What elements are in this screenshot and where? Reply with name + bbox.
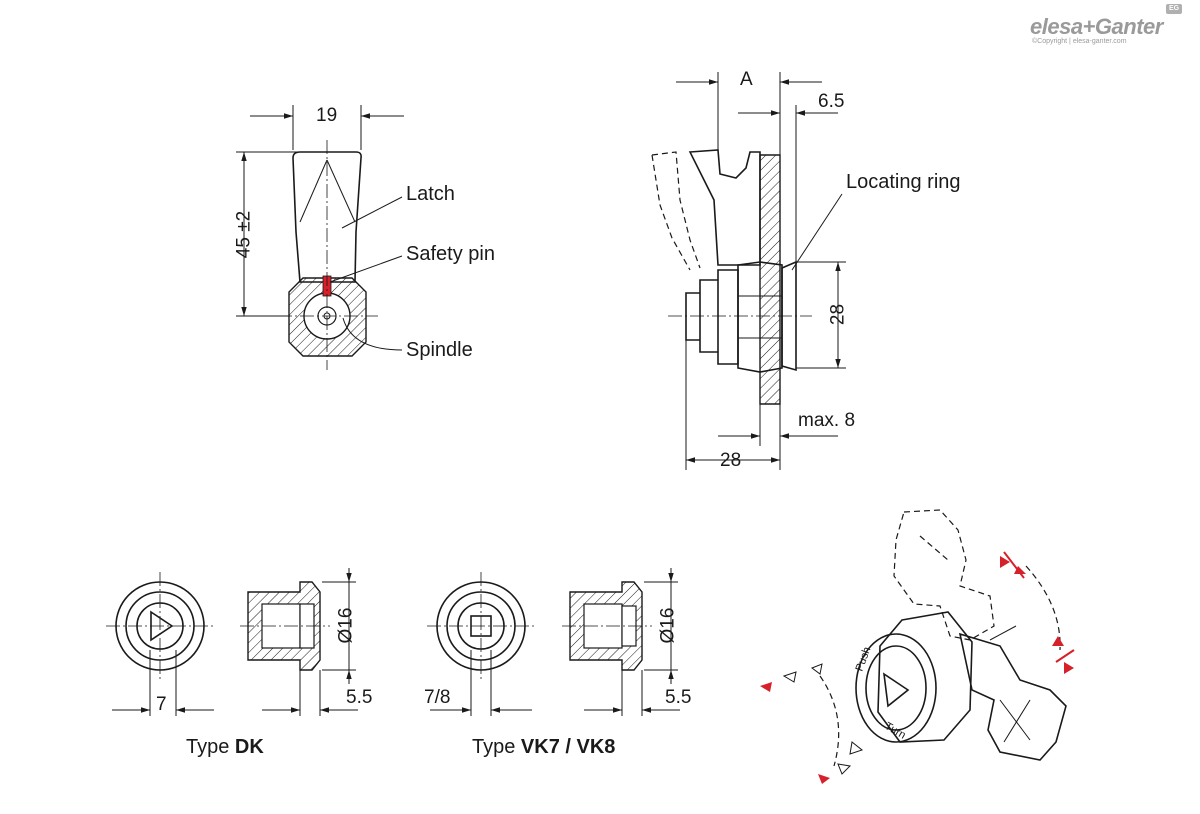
brand-copyright: ©Copyright | elesa-ganter.com [1032,38,1127,45]
label-locating-ring: Locating ring [846,171,961,193]
locating-ring [781,260,797,372]
iso-latch [958,632,1067,761]
caption-type-dk-name: DK [234,736,264,758]
leader-spindle [342,317,403,351]
iso-rotation-arc-right [1025,565,1061,651]
caption-type-dk-prefix: Type [186,736,235,758]
latch-arm [688,149,761,266]
iso-push-text: Push [854,645,874,673]
label-spindle: Spindle [406,339,473,361]
iso-front-ring [855,633,937,743]
dk-dim-5-5: 5.5 [346,687,373,708]
caption-type-vk: Type VK7 / VK8 [472,737,615,757]
iso-rotation-arc-left [819,675,840,767]
dim-28-vertical: 28 [827,303,849,326]
spindle-stub [685,269,739,365]
latch-facet-line [299,159,328,223]
dk-dim-diameter: Ø16 [335,607,357,644]
type-vk-views [427,568,680,716]
brand-name: elesa+Ganter [1030,14,1163,39]
caption-type-dk: Type DK [186,737,264,757]
iso-red-arrow-left-top [760,682,772,692]
dim-a: A [740,69,753,90]
brand-badge-icon: EG [1166,4,1182,14]
front-view [236,105,404,370]
dim-max-8: max. 8 [798,410,856,431]
leader-locating-ring [791,193,843,271]
iso-triangle-key-icon [882,672,910,708]
dk-dim-7: 7 [156,694,167,715]
isometric-view: Push Turn [760,509,1075,784]
latch-open-position [651,151,701,271]
dim-45: 45 ±2 [233,210,255,259]
leader-safety-pin [329,255,403,283]
label-latch: Latch [406,183,455,205]
iso-turn-text: Turn [883,720,908,742]
iso-ghost-latch [893,509,995,641]
hex-nut [737,261,783,373]
vk-dim-5-5: 5.5 [665,687,692,708]
dim-6-5: 6.5 [818,91,845,112]
vk-dim-7-8: 7/8 [424,687,451,708]
caption-type-vk-name: VK7 / VK8 [520,736,616,758]
latch-facet-line [326,159,356,223]
caption-type-vk-prefix: Type [472,736,521,758]
side-view [651,72,846,470]
iso-red-stop-top-icon [1000,551,1026,579]
iso-red-stop-bottom-icon [1052,636,1075,674]
iso-inner-ring [865,645,927,731]
dim-28-horizontal: 28 [720,450,742,471]
label-safety-pin: Safety pin [406,243,495,265]
iso-red-arrow-left-bottom [818,774,830,784]
brand-logo[interactable]: elesa+Ganter ©Copyright | elesa-ganter.c… [1030,4,1190,50]
leader-latch [341,196,403,229]
dim-19: 19 [316,105,338,126]
type-dk-views [106,568,358,716]
vk-dim-diameter: Ø16 [657,607,679,644]
panel-section [759,154,781,405]
iso-hex-nut [877,611,973,743]
